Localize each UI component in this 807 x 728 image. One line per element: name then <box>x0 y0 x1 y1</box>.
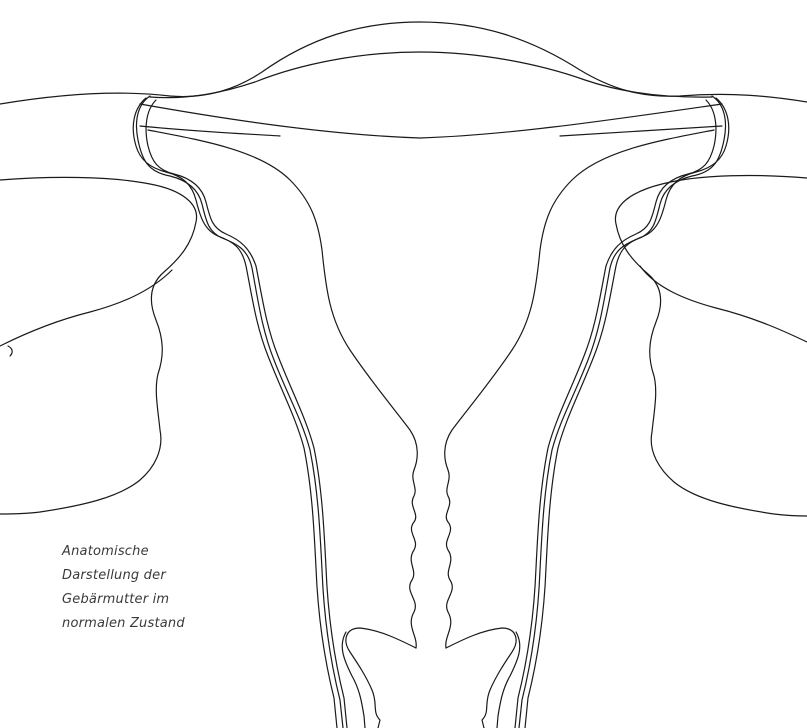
left-ovary <box>0 177 197 514</box>
caption-line-4: normalen Zustand <box>62 612 262 636</box>
cervix-lip-left <box>346 628 416 728</box>
cervix-lip-right <box>446 628 516 728</box>
cervical-canal-right <box>446 470 453 648</box>
caption-line-3: Gebärmutter im <box>62 588 262 612</box>
caption-line-2: Darstellung der <box>62 564 262 588</box>
left-tube-end <box>8 346 12 356</box>
right-wall-outer <box>519 96 726 728</box>
cavity-top-line <box>140 126 280 136</box>
fundus-inner-band <box>150 52 712 98</box>
caption-line-1: Anatomische <box>62 540 262 564</box>
cavity-left-edge <box>148 130 417 470</box>
right-wall-inner <box>515 100 716 728</box>
cervical-canal-left <box>410 470 417 648</box>
diagram-caption: Anatomische Darstellung der Gebärmutter … <box>62 540 262 636</box>
right-ovary <box>615 176 807 516</box>
right-tube <box>640 266 807 342</box>
right-wall-middle <box>525 98 729 728</box>
left-tube <box>0 270 172 346</box>
fundus-outer-contour <box>0 22 807 104</box>
cavity-top-line-right <box>560 126 722 136</box>
